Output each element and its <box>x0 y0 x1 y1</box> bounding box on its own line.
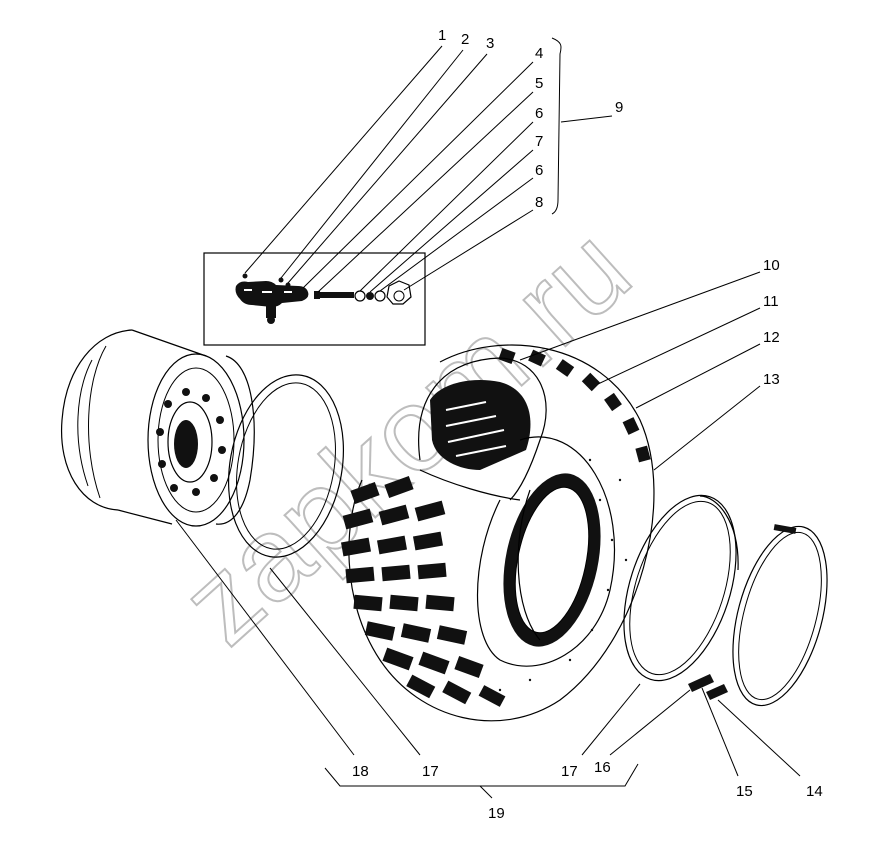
lock-ring <box>732 524 828 707</box>
callout-15: 15 <box>736 783 753 800</box>
callout-5: 5 <box>535 75 543 92</box>
callout-19: 19 <box>488 805 505 822</box>
flange-ring-left <box>227 374 345 558</box>
callout-labels: 1 2 3 4 5 6 7 6 8 9 10 11 12 13 14 15 16… <box>352 27 823 822</box>
callout-7: 7 <box>535 133 543 150</box>
callout-17-right: 17 <box>561 763 578 780</box>
callout-16: 16 <box>594 759 611 776</box>
valve-detail-box <box>203 252 426 346</box>
flange-ring-right <box>623 494 739 682</box>
callout-8: 8 <box>535 194 543 211</box>
callout-10: 10 <box>763 257 780 274</box>
callout-3: 3 <box>486 35 494 52</box>
callout-9: 9 <box>615 99 623 116</box>
callout-11: 11 <box>763 293 779 310</box>
tyre <box>340 344 655 722</box>
callout-1: 1 <box>438 27 446 44</box>
callout-14: 14 <box>806 783 823 800</box>
callout-4: 4 <box>535 45 543 62</box>
callout-18: 18 <box>352 763 369 780</box>
callout-6-upper: 6 <box>535 105 543 122</box>
callout-12: 12 <box>763 329 780 346</box>
callout-17-left: 17 <box>422 763 439 780</box>
callout-13: 13 <box>763 371 780 388</box>
leader-lines <box>175 37 801 799</box>
clamp-parts <box>688 674 728 700</box>
callout-6-lower: 6 <box>535 162 543 179</box>
wheel-rim <box>60 329 255 527</box>
callout-2: 2 <box>461 31 469 48</box>
